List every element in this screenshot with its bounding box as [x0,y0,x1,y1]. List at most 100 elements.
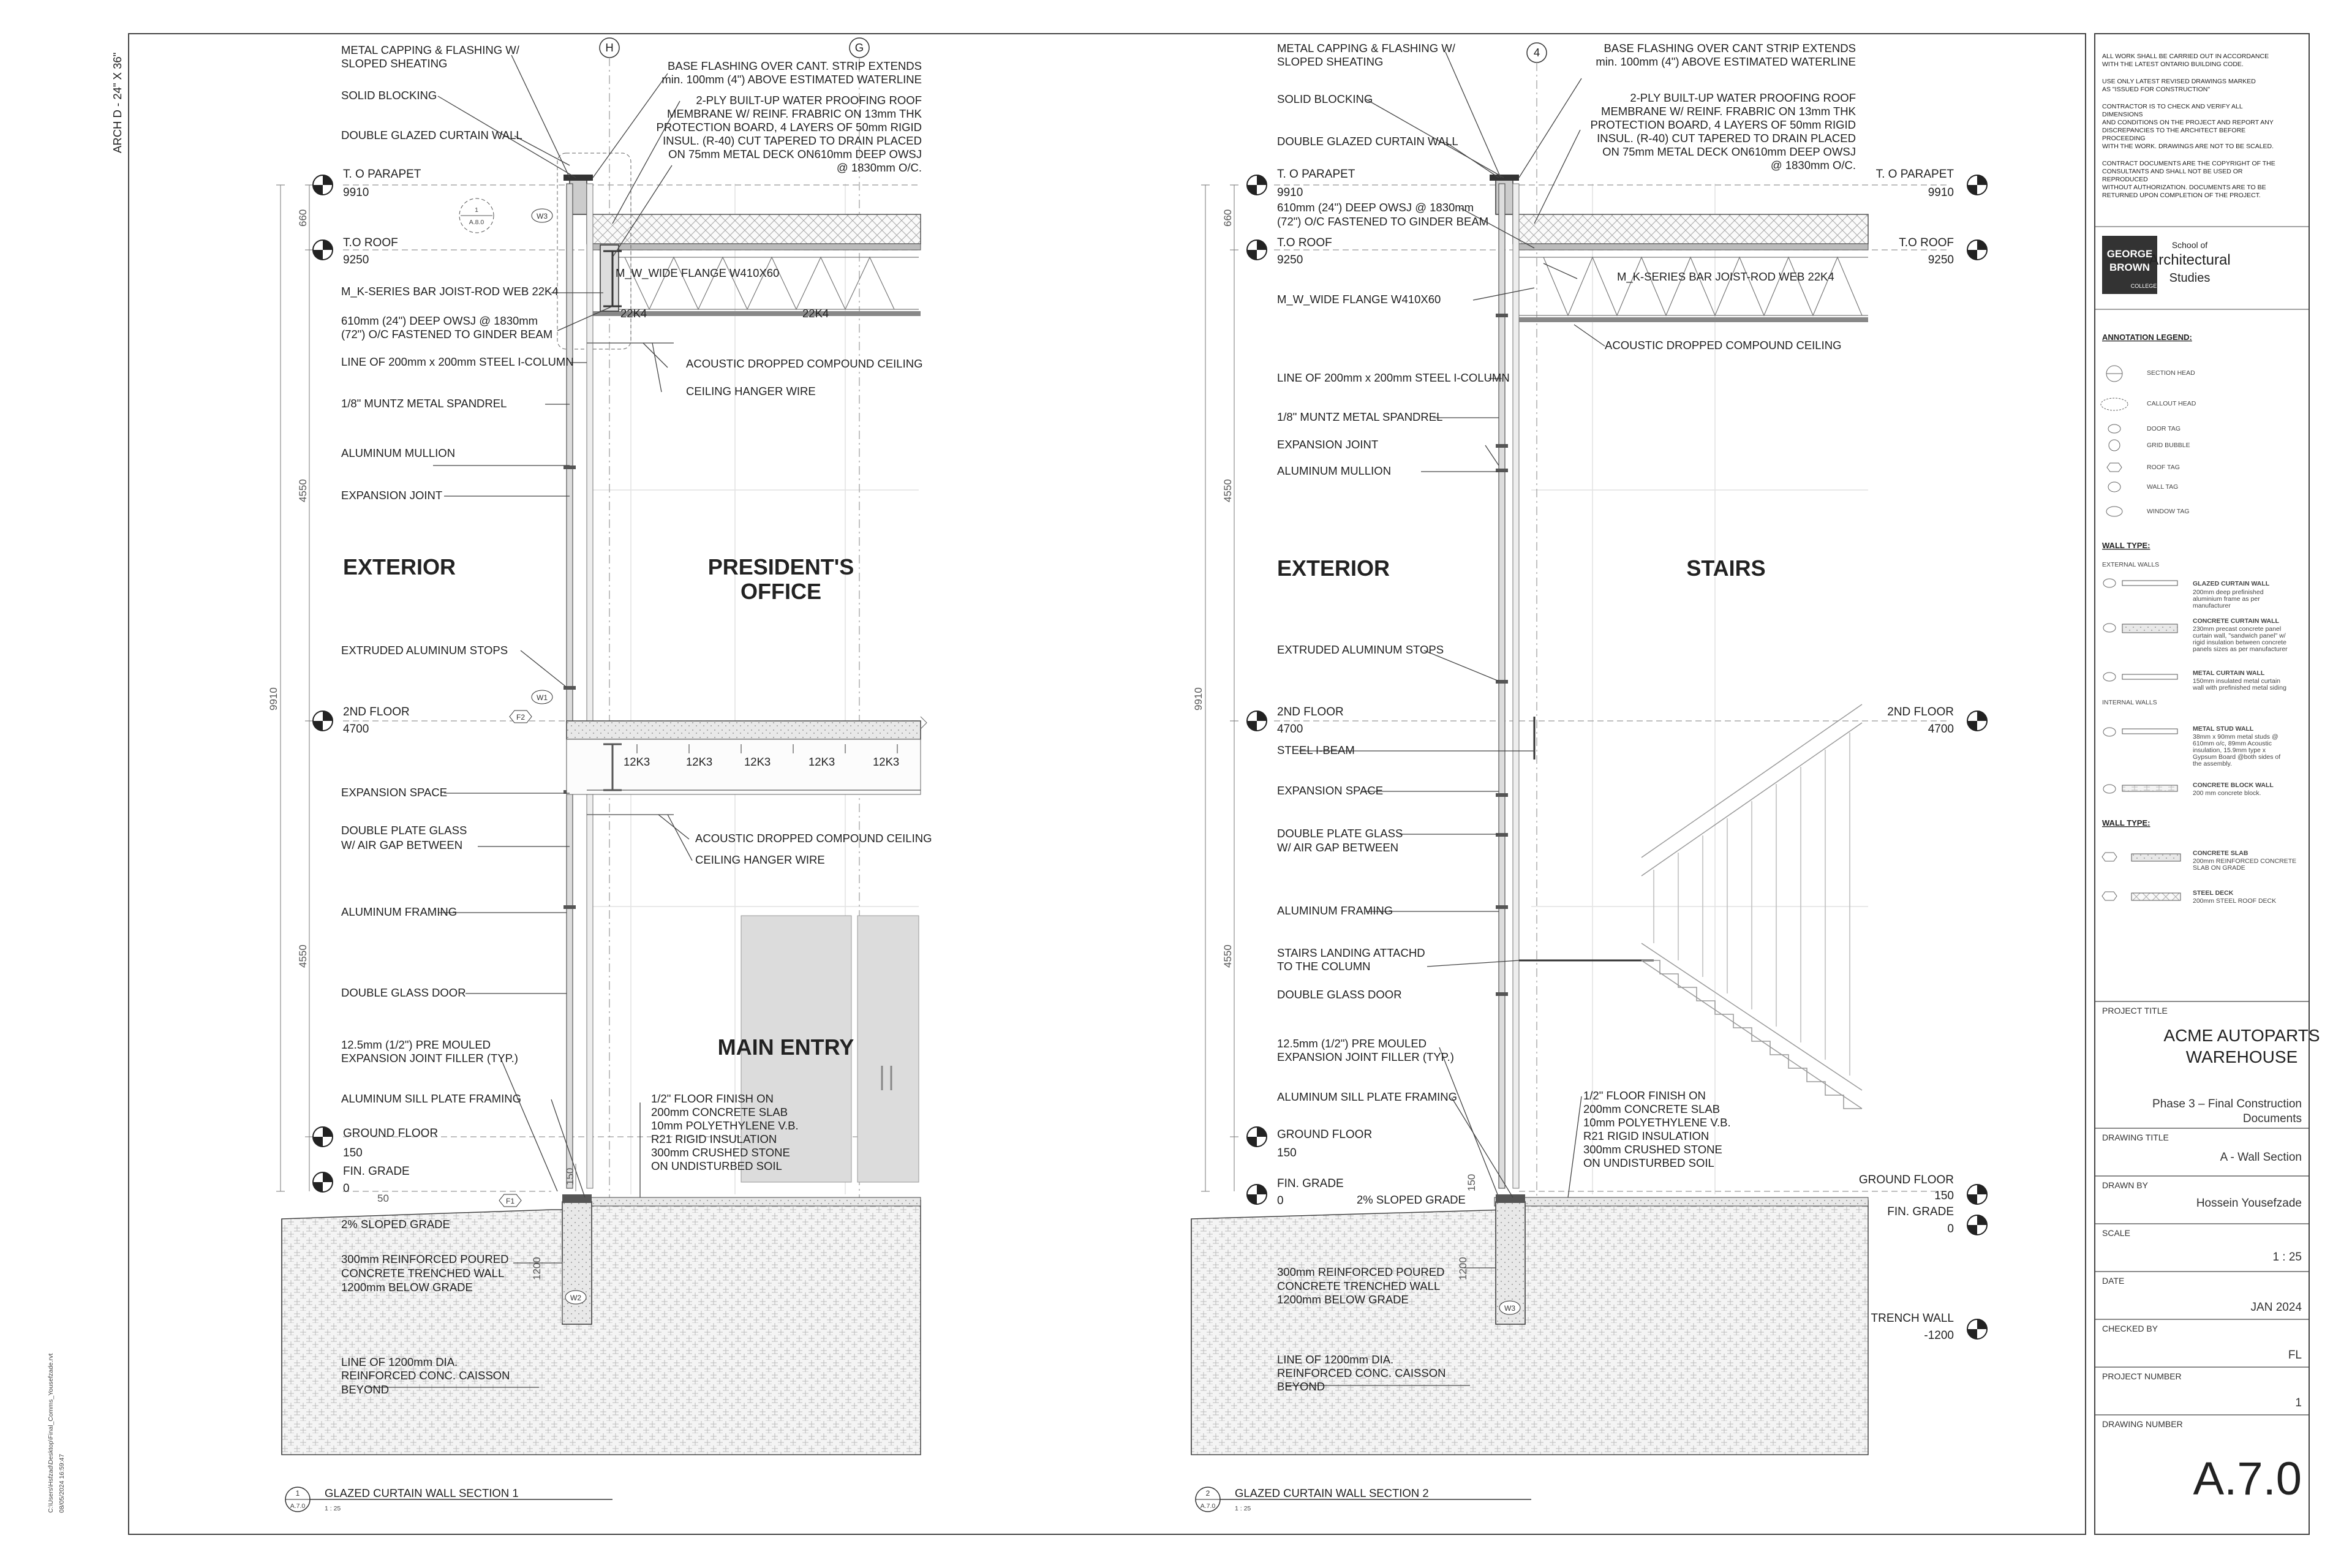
label: DOUBLE GLASS DOOR [341,986,466,999]
label: DOUBLE GLAZED CURTAIN WALL [341,129,522,141]
label: PROTECTION BOARD, 4 LAYERS OF 50mm RIGID [1591,118,1856,131]
label: LINE OF 200mm x 200mm STEEL I-COLUMN [1277,371,1510,384]
svg-text:T.O ROOF: T.O ROOF [1899,236,1954,249]
label: 12.5mm (1/2") PRE MOULED [1277,1037,1427,1050]
annotation-legend: ANNOTATION LEGEND: SECTION HEAD CALLOUT … [2100,333,2196,517]
svg-text:STEEL DECK: STEEL DECK [2193,889,2234,897]
svg-text:METAL CURTAIN WALL: METAL CURTAIN WALL [2193,669,2265,677]
svg-text:INTERNAL WALLS: INTERNAL WALLS [2102,699,2157,706]
svg-text:610mm o/c, 89mm Acoustic: 610mm o/c, 89mm Acoustic [2193,740,2272,747]
svg-text:WITH THE LATEST ONTARIO BUILDI: WITH THE LATEST ONTARIO BUILDING CODE. [2102,61,2244,68]
label: ACOUSTIC DROPPED COMPOUND CEILING [686,357,923,370]
svg-text:CONCRETE BLOCK WALL: CONCRETE BLOCK WALL [2193,782,2274,789]
svg-text:9910: 9910 [1928,186,1954,199]
joist-label: 12K3 [744,755,771,768]
label: LINE OF 1200mm DIA. [341,1355,458,1368]
label: min. 100mm (4") ABOVE ESTIMATED WATERLIN… [662,73,922,86]
label: SOLID BLOCKING [341,89,437,102]
view-title-2[interactable]: 2 A.7.0 GLAZED CURTAIN WALL SECTION 2 1 … [1195,1487,1531,1512]
label: (72") O/C FASTENED TO GINDER BEAM [1277,215,1488,228]
svg-text:0: 0 [1277,1194,1284,1207]
phase-line2: Documents [2243,1112,2302,1125]
label: EXPANSION JOINT FILLER (TYP.) [1277,1050,1454,1063]
level-marker-fin-grade: FIN. GRADE 0 [1246,1177,1344,1207]
svg-text:2ND FLOOR: 2ND FLOOR [343,706,410,718]
wall-tag-w3[interactable]: W3 [531,208,553,223]
svg-text:200mm REINFORCED CONCRETE: 200mm REINFORCED CONCRETE [2193,858,2296,865]
svg-text:-1200: -1200 [1924,1329,1954,1342]
svg-text:METAL STUD WALL: METAL STUD WALL [2193,725,2254,733]
svg-text:PROCEEDING: PROCEEDING [2102,135,2146,142]
svg-text:9910: 9910 [343,186,369,199]
dim-660: 660 [297,209,309,227]
svg-text:RETURNED UPON COMPLETION OF TH: RETURNED UPON COMPLETION OF THE PROJECT. [2102,192,2261,199]
label: 300mm CRUSHED STONE [651,1146,790,1159]
label: @ 1830mm O/C. [1771,159,1856,172]
svg-text:COLLEGE: COLLEGE [2131,283,2157,289]
joist-label: 12K3 [686,755,712,768]
svg-text:TRENCH WALL: TRENCH WALL [1871,1312,1954,1325]
dim-4550-lower: 4550 [297,944,309,968]
label: @ 1830mm O/C. [837,161,922,174]
label: 1200mm BELOW GRADE [1277,1293,1409,1306]
svg-text:Gypsum Board @both sides of: Gypsum Board @both sides of [2193,753,2280,761]
svg-text:1 : 25: 1 : 25 [1235,1505,1251,1512]
scale-value: 1 : 25 [2272,1251,2302,1264]
view-title-1[interactable]: 1 A.7.0 GLAZED CURTAIN WALL SECTION 1 1 … [285,1487,612,1512]
svg-text:GRID BUBBLE: GRID BUBBLE [2147,442,2190,449]
file-path-text: C:\Users\Hsfzad\Desktop\Final_Comms_Yous… [47,1353,55,1513]
svg-text:CONCRETE SLAB: CONCRETE SLAB [2193,850,2248,857]
floor-tag-f1[interactable]: F1 [499,1194,522,1207]
level-marker-fin-grade: FIN. GRADE 0 [312,1165,410,1195]
wall-tag-w2[interactable]: W2 [565,1290,587,1305]
svg-text:W2: W2 [570,1294,581,1302]
label: 2-PLY BUILT-UP WATER PROOFING ROOF [696,94,922,107]
svg-text:USE ONLY LATEST REVISED DRAWIN: USE ONLY LATEST REVISED DRAWINGS MARKED [2102,78,2256,85]
wall-tag-w3[interactable]: W3 [1499,1300,1521,1315]
label: CEILING HANGER WIRE [695,853,825,866]
svg-text:WALL TAG: WALL TAG [2147,483,2178,491]
svg-text:T.O ROOF: T.O ROOF [343,236,398,249]
svg-text:wall with prefinished metal si: wall with prefinished metal siding [2192,684,2286,692]
svg-text:manufacturer: manufacturer [2193,602,2231,609]
svg-text:F2: F2 [516,713,525,722]
section-marker[interactable]: 1 A.8.0 [459,198,494,233]
svg-text:200mm STEEL ROOF DECK: 200mm STEEL ROOF DECK [2193,897,2276,905]
svg-text:WALL TYPE:: WALL TYPE: [2102,818,2150,827]
svg-text:4700: 4700 [343,723,369,736]
label: SLOPED SHEATING [341,57,447,70]
date-value: JAN 2024 [2251,1301,2302,1314]
svg-text:1: 1 [475,206,478,214]
svg-text:GEORGE: GEORGE [2107,248,2153,260]
floor-tag-f2[interactable]: F2 [509,710,532,723]
project-title-label: PROJECT TITLE [2102,1006,2168,1016]
section-2: 4 [1191,42,1988,1512]
label: SOLID BLOCKING [1277,92,1373,105]
svg-text:curtain wall, "sandwich panel": curtain wall, "sandwich panel" w/ [2193,632,2286,639]
label: M_K-SERIES BAR JOIST-ROD WEB 22K4 [341,285,559,298]
svg-text:CONCRETE CURTAIN WALL: CONCRETE CURTAIN WALL [2193,617,2280,625]
svg-text:200mm deep prefinished: 200mm deep prefinished [2193,589,2264,596]
svg-text:A.7.0: A.7.0 [1200,1502,1216,1510]
label: STEEL I-BEAM [1277,744,1355,756]
label: CONCRETE TRENCHED WALL [1277,1280,1440,1292]
level-marker-parapet: T. O PARAPET 9910 [312,168,421,199]
label: ALUMINUM FRAMING [1277,904,1393,917]
svg-text:CONTRACT DOCUMENTS ARE THE COP: CONTRACT DOCUMENTS ARE THE COPYRIGHT OF … [2102,160,2275,167]
svg-text:aluminium frame as per: aluminium frame as per [2193,595,2260,603]
dim-4550-lower: 4550 [1222,944,1234,968]
dim-4550-upper: 4550 [1222,479,1234,502]
label: 1/8" MUNTZ METAL SPANDREL [341,397,507,410]
svg-text:A.8.0: A.8.0 [469,219,484,226]
svg-text:DISCREPANCIES TO THE ARCHITECT: DISCREPANCIES TO THE ARCHITECT BEFORE [2102,127,2245,134]
label: LINE OF 200mm x 200mm STEEL I-COLUMN [341,355,574,368]
label: TO THE COLUMN [1277,960,1370,973]
joist-label: 12K3 [624,755,650,768]
label: CONCRETE TRENCHED WALL [341,1267,504,1280]
label: 10mm POLYETHYLENE V.B. [651,1119,799,1132]
label: BEYOND [341,1383,389,1396]
wall-tag-w1[interactable]: W1 [531,690,553,704]
label: EXPANSION JOINT [1277,438,1378,451]
label: 2-PLY BUILT-UP WATER PROOFING ROOF [1630,91,1856,104]
svg-text:ROOF TAG: ROOF TAG [2147,464,2180,471]
